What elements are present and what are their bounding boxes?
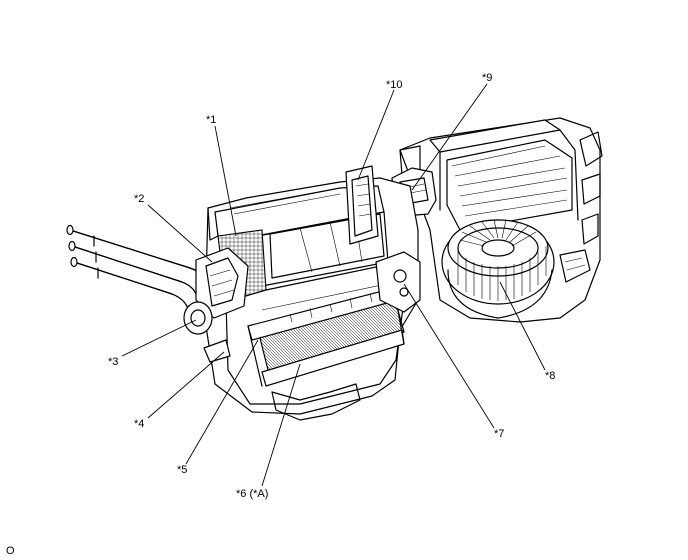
pipe-connector-block (183, 247, 249, 363)
heater-pipes (66, 224, 207, 317)
callout-5: *5 (177, 464, 188, 476)
callout-3: *3 (108, 356, 119, 368)
callout-6: *6 (*A) (236, 488, 269, 500)
blower-fan (441, 219, 555, 319)
expansion-valve (375, 251, 421, 313)
callout-8: *8 (545, 370, 556, 382)
figure-code: O (6, 545, 15, 557)
callout-10: *10 (386, 79, 403, 91)
leader-lines (121, 83, 546, 487)
callout-4: *4 (134, 418, 145, 430)
callout-2: *2 (134, 193, 145, 205)
callout-1: *1 (206, 114, 217, 126)
callout-7: *7 (494, 428, 505, 440)
callout-9: *9 (482, 72, 493, 84)
